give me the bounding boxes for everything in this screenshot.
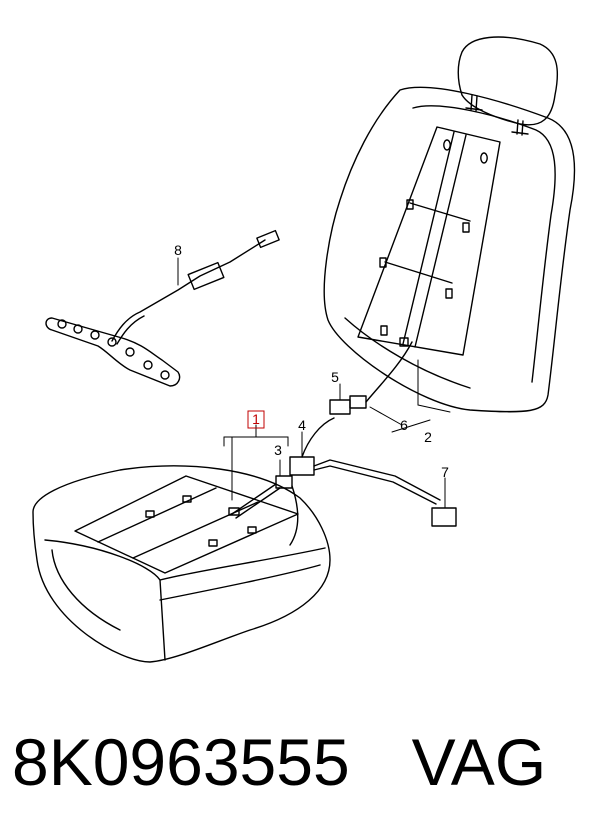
callout-8: 8 xyxy=(174,242,182,258)
part-number: 8K0963555 xyxy=(12,725,350,799)
part-7-connector xyxy=(431,507,457,527)
seat-backrest xyxy=(323,86,576,413)
callout-5: 5 xyxy=(331,369,339,385)
part-3-connector xyxy=(275,475,293,489)
seat-heating-exploded-diagram: 1 2 3 4 5 6 7 8 xyxy=(32,36,576,663)
wiring-harness xyxy=(231,341,457,546)
callout-3: 3 xyxy=(274,442,282,458)
callout-4: 4 xyxy=(298,417,306,433)
part-6-connector xyxy=(349,395,367,409)
callout-2: 2 xyxy=(424,429,432,445)
part-1-highlight-box xyxy=(247,410,265,429)
cushion-heating-element xyxy=(74,475,299,574)
part-caption: 8K0963555 VAG xyxy=(12,712,592,812)
callout-7: 7 xyxy=(441,464,449,480)
part-8-heating-mat xyxy=(45,229,280,387)
backrest-heating-element xyxy=(357,126,501,356)
brand-label: VAG xyxy=(411,725,547,799)
seat-cushion xyxy=(32,465,331,663)
leader-lines xyxy=(177,257,451,509)
callout-6: 6 xyxy=(400,417,408,433)
callout-1: 1 xyxy=(252,411,260,427)
part-5-connector xyxy=(329,399,351,415)
seat-headrest xyxy=(457,36,558,136)
part-4-connector xyxy=(289,456,315,476)
